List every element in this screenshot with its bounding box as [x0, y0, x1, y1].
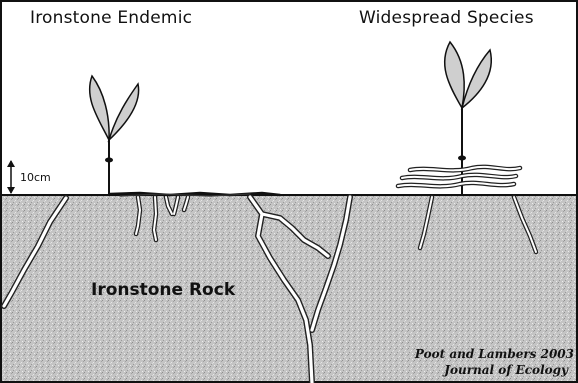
- widespread-title: Widespread Species: [359, 8, 534, 28]
- widespread-surface-roots: [398, 167, 520, 186]
- endemic-node: [105, 158, 113, 163]
- citation-journal: Journal of Ecology: [444, 363, 568, 377]
- endemic-leaf-left: [90, 76, 109, 140]
- endemic-leaf-right: [109, 84, 139, 140]
- scale-label: 10cm: [20, 171, 51, 184]
- rock-label: Ironstone Rock: [91, 280, 235, 300]
- scale-bar: [7, 160, 15, 194]
- widespread-leaf-left: [445, 42, 465, 108]
- endemic-title: Ironstone Endemic: [30, 8, 192, 28]
- widespread-leaf-right: [462, 50, 491, 108]
- widespread-node: [458, 156, 466, 161]
- citation-authors: Poot and Lambers 2003: [415, 347, 574, 361]
